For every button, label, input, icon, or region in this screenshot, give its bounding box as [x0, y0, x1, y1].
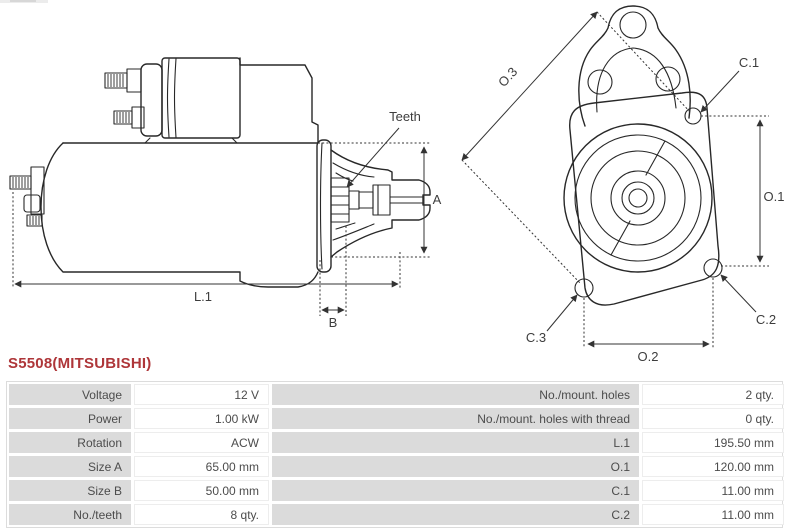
spec-label: Voltage: [9, 384, 131, 405]
spec-value: 2 qty.: [642, 384, 784, 405]
spec-label: O.1: [272, 456, 639, 477]
spec-label: Rotation: [9, 432, 131, 453]
dim-o2-label: O.2: [638, 349, 659, 364]
spec-value: 50.00 mm: [134, 480, 269, 501]
dim-c2-label: C.2: [756, 312, 776, 327]
teeth-label: Teeth: [389, 109, 421, 124]
spec-value: 120.00 mm: [642, 456, 784, 477]
front-view-dimensions: O.3 C.1 O.1 C.2 C.3 O.2: [461, 11, 785, 364]
spec-value: ACW: [134, 432, 269, 453]
dim-l1-label: L.1: [194, 289, 212, 304]
spec-value: 0 qty.: [642, 408, 784, 429]
dim-c3-label: C.3: [526, 330, 546, 345]
spec-label: Size B: [9, 480, 131, 501]
spec-value: 8 qty.: [134, 504, 269, 525]
spec-label: No./mount. holes with thread: [272, 408, 639, 429]
spec-value: 65.00 mm: [134, 456, 269, 477]
spec-label: Size A: [9, 456, 131, 477]
spec-value: 1.00 kW: [134, 408, 269, 429]
dim-o3-label: O.3: [495, 64, 520, 90]
spec-value: 195.50 mm: [642, 432, 784, 453]
spec-value: 11.00 mm: [642, 480, 784, 501]
spec-label: No./teeth: [9, 504, 131, 525]
spec-label: C.1: [272, 480, 639, 501]
spec-label: Power: [9, 408, 131, 429]
spec-table: Voltage 12 V No./mount. holes 2 qty. Pow…: [6, 381, 784, 528]
spec-label: No./mount. holes: [272, 384, 639, 405]
part-number-title: S5508(MITSUBISHI): [8, 355, 152, 372]
dim-c1-label: C.1: [739, 55, 759, 70]
spec-label: L.1: [272, 432, 639, 453]
side-view-drawing: [9, 57, 431, 288]
side-view-dimensions: Teeth A L.1 B: [12, 109, 442, 330]
dim-b-label: B: [329, 315, 338, 330]
dim-a-label: A: [433, 192, 442, 207]
technical-drawing: Teeth A L.1 B O.3: [9, 5, 785, 364]
front-view-drawing: [563, 5, 723, 306]
page-edge-artifact: [0, 0, 48, 3]
spec-label: C.2: [272, 504, 639, 525]
spec-value: 11.00 mm: [642, 504, 784, 525]
spec-value: 12 V: [134, 384, 269, 405]
dim-o1-label: O.1: [764, 189, 785, 204]
